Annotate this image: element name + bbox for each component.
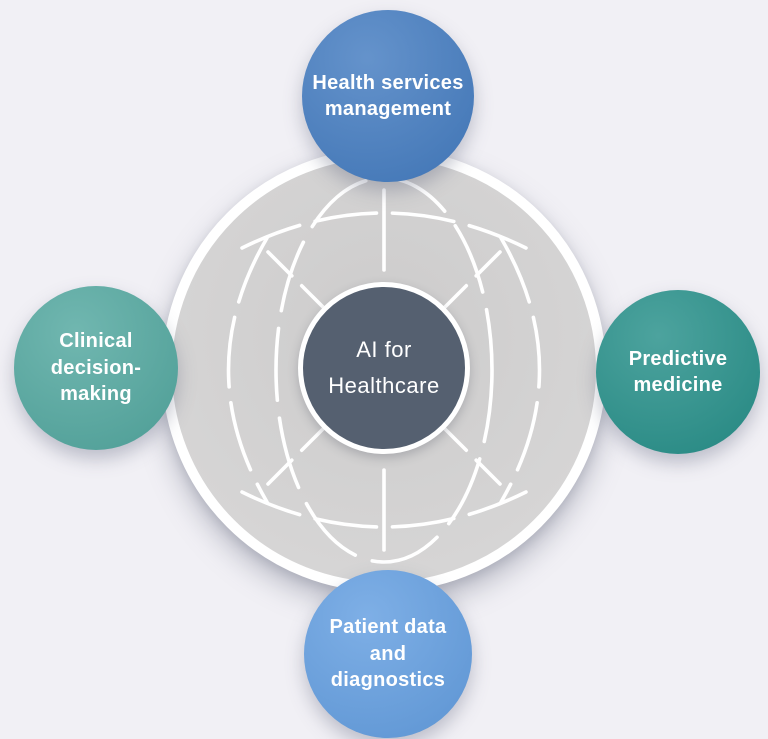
node-health-services-management: Health services management: [302, 10, 474, 182]
node-label-line: making: [60, 383, 132, 406]
node-clinical-decision-making: Clinical decision- making: [14, 286, 178, 450]
center-node-ai-for-healthcare: AI for Healthcare: [298, 282, 470, 454]
node-label-line: management: [324, 98, 452, 120]
node-label-line: Predictive: [628, 347, 728, 370]
node-patient-data-and-diagnostics: Patient data and diagnostics: [304, 570, 472, 738]
node-label-line: and: [369, 642, 407, 665]
globe-wireframe-icon: [226, 176, 542, 564]
node-label-line: diagnostics: [330, 669, 446, 692]
node-predictive-medicine: Predictive medicine: [596, 290, 760, 454]
node-label-line: medicine: [633, 374, 723, 396]
center-node-label-line: AI for: [356, 336, 412, 362]
node-label-line: decision-: [50, 356, 142, 379]
node-label-line: Patient data: [329, 616, 447, 639]
node-label-line: Health services: [312, 71, 464, 94]
globe-lines: [226, 176, 542, 564]
center-node-label-line: Healthcare: [328, 373, 440, 398]
node-label-line: Clinical: [59, 330, 133, 353]
